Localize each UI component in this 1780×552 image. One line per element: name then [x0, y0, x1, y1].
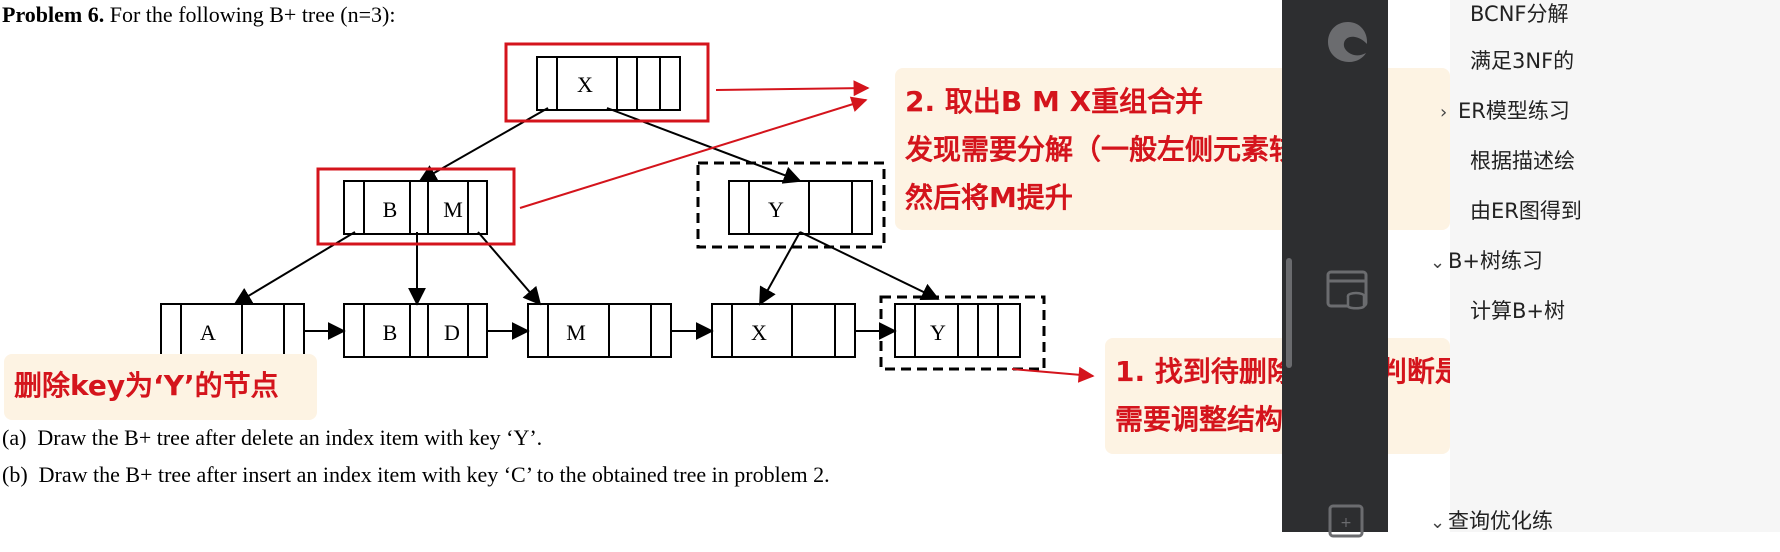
step1-line-1: 1. 找到待删除节点，判断是否: [1115, 355, 1450, 388]
outline-item-bplus-calc-label: 计算B+树: [1470, 299, 1566, 323]
problem-number: Problem 6.: [2, 2, 105, 27]
leaf-bd-key-1: B: [383, 320, 398, 345]
outline-item-er-derive[interactable]: 由ER图得到: [1470, 195, 1582, 225]
leaf-node-x: X: [711, 303, 856, 358]
outline-item-er-draw[interactable]: 根据描述绘: [1470, 145, 1575, 175]
chevron-down-icon: ⌄: [1430, 252, 1446, 273]
activity-scrollbar[interactable]: [1286, 258, 1292, 368]
step1-line-2: 需要调整结构: [1115, 403, 1284, 436]
outline-item-er-label: ER模型练习: [1458, 99, 1570, 123]
leaf-y-dashed-box: [879, 295, 1046, 371]
leaf-node-y: Y: [894, 303, 1021, 358]
red-arrow-internal: [519, 96, 868, 209]
chevron-down-icon-2: ⌄: [1430, 512, 1446, 533]
outline-item-bplus-label: B+树练习: [1448, 249, 1544, 273]
red-arrow-leaf: [1011, 366, 1095, 383]
delete-key-text: 删除key为‘Y’的节点: [14, 369, 279, 402]
question-a: (a) Draw the B+ tree after delete an ind…: [2, 425, 543, 450]
leaf-node-a: A: [160, 303, 305, 358]
problem-text: For the following B+ tree (n=3):: [104, 2, 396, 27]
internal-bm-key-1: B: [383, 197, 398, 222]
root-key-1: X: [577, 72, 593, 97]
leaf-a-key-1: A: [200, 320, 216, 345]
leaf-node-bd: B D: [343, 303, 488, 358]
problem-title: Problem 6. For the following B+ tree (n=…: [2, 2, 395, 28]
internal-bm-key-2: M: [443, 197, 463, 222]
leaf-x-key-1: X: [751, 320, 767, 345]
extension-icon[interactable]: +: [1322, 500, 1374, 552]
chevron-right-icon: ›: [1440, 102, 1448, 123]
database-icon[interactable]: [1322, 264, 1374, 316]
outline-item-3nf[interactable]: 满足3NF的: [1470, 45, 1574, 75]
step2-line-3: 然后将M提升: [905, 181, 1073, 214]
step2-line-2: 发现需要分解（一般左侧元素较多）: [905, 133, 1354, 166]
internal-node-bm: B M: [343, 180, 488, 235]
leaf-node-m: M: [527, 303, 672, 358]
explorer-sidebar: BCNF分解 满足3NF的 ›ER模型练习 根据描述绘 由ER图得到 ⌄B+树练…: [1430, 0, 1780, 533]
red-arrow-root: [715, 80, 870, 97]
leaf-m-key-1: M: [566, 320, 586, 345]
internal-bm-highlight-box: [316, 167, 516, 246]
outline-item-er-draw-label: 根据描述绘: [1470, 149, 1575, 173]
root-node: X: [536, 56, 681, 111]
outline-item-bplus-calc[interactable]: 计算B+树: [1470, 295, 1565, 325]
internal-y-key-1: Y: [768, 197, 784, 222]
step2-line-1: 2. 取出B M X重组合并: [905, 85, 1204, 118]
svg-text:+: +: [1340, 515, 1352, 531]
outline-item-er[interactable]: › ER模型练习: [1440, 95, 1570, 125]
leaf-bd-key-2: D: [444, 320, 460, 345]
internal-y-dashed-box: [696, 161, 886, 249]
root-highlight-box: [504, 42, 710, 123]
activity-bar: +: [1282, 0, 1388, 538]
outline-item-query[interactable]: ⌄查询优化练: [1430, 505, 1553, 535]
edge-icon[interactable]: [1322, 16, 1374, 68]
outline-item-er-derive-label: 由ER图得到: [1470, 199, 1582, 223]
outline-item-bcnf-label: BCNF分解: [1470, 2, 1569, 26]
internal-node-y: Y: [728, 180, 873, 235]
question-b: (b) Draw the B+ tree after insert an ind…: [2, 462, 830, 487]
outline-item-query-label: 查询优化练: [1448, 509, 1553, 533]
leaf-y-key-1: Y: [930, 320, 946, 345]
outline-item-bplus[interactable]: ⌄B+树练习: [1430, 245, 1543, 275]
outline-item-3nf-label: 满足3NF的: [1470, 49, 1575, 73]
delete-key-note: 删除key为‘Y’的节点: [4, 354, 317, 420]
b-plus-tree-diagram: X B M Y A B D M: [160, 42, 1095, 383]
step1-note: 1. 找到待删除节点，判断是否 需要调整结构: [1105, 338, 1450, 454]
outline-item-bcnf[interactable]: BCNF分解: [1470, 0, 1569, 28]
